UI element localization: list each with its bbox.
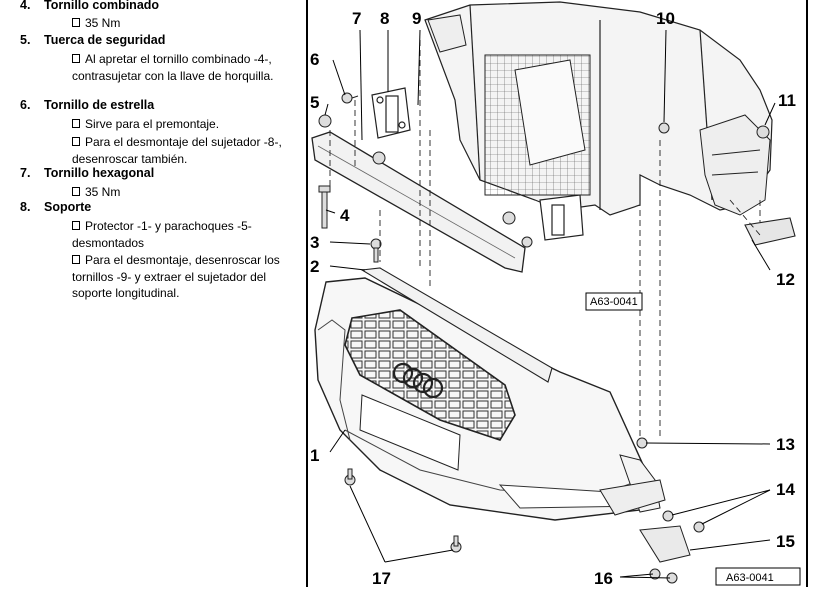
column-divider [306, 0, 308, 587]
radiator-shroud [514, 59, 586, 166]
item-title: Tornillo hexagonal [44, 166, 155, 180]
callout-6: 6 [310, 50, 319, 69]
callout-16: 16 [594, 569, 613, 587]
bullet-square-icon [72, 221, 80, 230]
bullet: Protector -1- y parachoques -5- desmonta… [72, 218, 287, 251]
legend-panel: 4. Tornillo combinado 35 Nm 5. Tuerca de… [0, 0, 306, 587]
item-title: Tuerca de seguridad [44, 33, 166, 47]
right-side-bracket [699, 114, 771, 216]
callout-8: 8 [380, 9, 389, 28]
audi-rings-logo [392, 362, 444, 399]
callout-17: 17 [372, 569, 391, 587]
callouts: 1 2 3 4 5 6 7 8 9 10 11 12 13 14 15 16 1… [310, 9, 796, 588]
item-title: Tornillo de estrella [44, 98, 155, 112]
reference-box-inner: A63-0041 [585, 292, 643, 311]
reference-code: A63-0041 [590, 296, 638, 308]
bullet-text: Para el desmontaje, desenroscar los torn… [72, 253, 280, 300]
callout-1: 1 [310, 446, 319, 465]
bullet-square-icon [72, 54, 80, 63]
bullet-text: 35 Nm [85, 185, 121, 199]
bullet: Al apretar el tornillo combinado -4-, co… [72, 51, 287, 84]
callout-13: 13 [776, 435, 795, 454]
callout-4: 4 [340, 206, 350, 225]
bullet: 35 Nm [72, 184, 287, 201]
item-number: 4. [20, 0, 31, 12]
callout-leaders [324, 29, 776, 579]
callout-11: 11 [778, 91, 796, 110]
callout-7: 7 [352, 9, 361, 28]
bumper-exploded-diagram: 1 2 3 4 5 6 7 8 9 10 11 12 13 14 15 16 1… [310, 1, 801, 588]
center-bracket [539, 194, 584, 241]
bracket-15 [639, 525, 691, 563]
callout-15: 15 [776, 532, 795, 551]
callout-9: 9 [412, 9, 421, 28]
bullet-square-icon [72, 255, 80, 264]
bullet-text: 35 Nm [85, 16, 121, 30]
callout-10: 10 [656, 9, 675, 28]
left-top-bracket [427, 14, 467, 53]
support-bracket-8 [371, 87, 411, 139]
bullet-square-icon [72, 187, 80, 196]
item-title: Soporte [44, 200, 92, 214]
reference-box-corner: A63-0041 [715, 567, 801, 586]
callout-5: 5 [310, 93, 319, 112]
callout-12: 12 [776, 270, 795, 289]
callout-2: 2 [310, 257, 319, 276]
bullet-square-icon [72, 137, 80, 146]
bullet: Para el desmontaje, desenroscar los torn… [72, 252, 287, 302]
item-title: Tornillo combinado [44, 0, 160, 12]
bullet-text: Al apretar el tornillo combinado -4-, co… [72, 52, 274, 83]
lower-spoiler [599, 479, 666, 516]
bullet-text: Para el desmontaje del sujetador -8-, de… [72, 135, 282, 166]
bullet-square-icon [72, 18, 80, 27]
reference-code: A63-0041 [726, 572, 774, 584]
right-border [806, 0, 808, 587]
bullet-text: Sirve para el premontaje. [85, 117, 220, 131]
grille-insert [360, 267, 553, 383]
item-number: 6. [20, 98, 31, 112]
front-grille [344, 309, 516, 441]
bullet: Para el desmontaje del sujetador -8-, de… [72, 134, 287, 167]
callout-3: 3 [310, 233, 319, 252]
bullet: Sirve para el premontaje. [72, 116, 287, 133]
assembly-guide-lines [329, 40, 761, 440]
item-number: 7. [20, 166, 31, 180]
item-number: 5. [20, 33, 31, 47]
fasteners [318, 92, 770, 584]
exploded-view-figure: 1 2 3 4 5 6 7 8 9 10 11 12 13 14 15 16 1… [308, 0, 806, 588]
item-number: 8. [20, 200, 31, 214]
clip-12 [744, 217, 796, 246]
bullet-square-icon [72, 119, 80, 128]
bullet-text: Protector -1- y parachoques -5- desmonta… [72, 219, 252, 250]
callout-14: 14 [776, 480, 795, 499]
bullet: 35 Nm [72, 15, 287, 32]
